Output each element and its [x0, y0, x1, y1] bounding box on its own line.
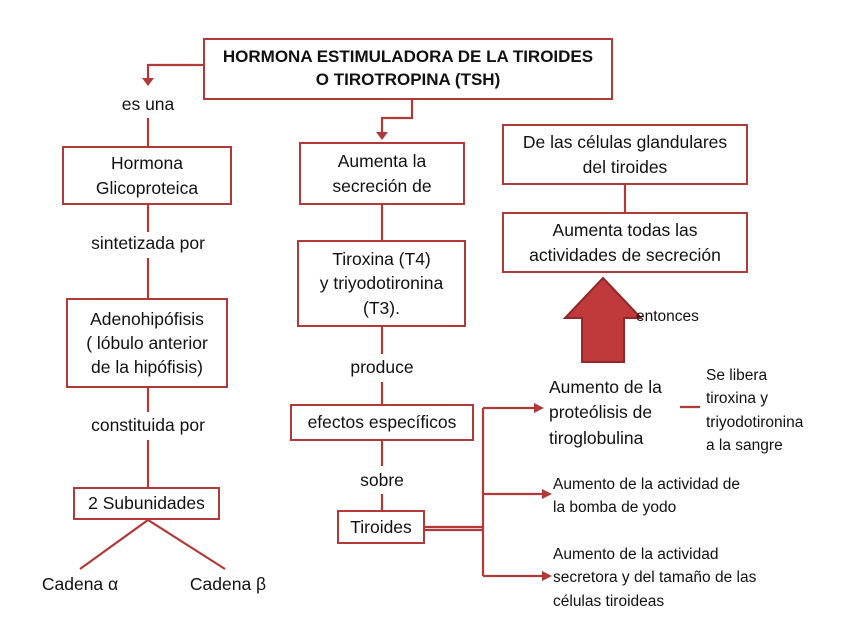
link-es-una: es una: [119, 93, 177, 116]
box-celulas-glandulares: De las células glandulares del tiroides: [502, 124, 748, 185]
link-sobre: sobre: [358, 469, 406, 492]
box-2-subunidades: 2 Subunidades: [73, 487, 220, 520]
box-adenohipofisis: Adenohipófisis ( lóbulo anterior de la h…: [66, 298, 228, 388]
big-up-arrow: [562, 276, 644, 363]
arrowhead-effect3: [542, 571, 552, 581]
box-hormona-glicoproteica: Hormona Glicoproteica: [62, 146, 232, 205]
connector-title-left: [146, 63, 205, 80]
effect-actividad-secretora: Aumento de la actividad secretora y del …: [553, 546, 757, 610]
arrowhead-effect1: [534, 403, 544, 413]
leaf-cadena-alpha: Cadena α: [39, 573, 121, 596]
box-tiroxina-triyodotironina: Tiroxina (T4) y triyodotironina (T3).: [297, 240, 466, 327]
box-efectos-especificos: efectos específicos: [290, 404, 474, 441]
box-tiroides: Tiroides: [337, 510, 425, 544]
box-aumenta-actividades: Aumenta todas las actividades de secreci…: [502, 212, 748, 273]
arrowhead-effect2: [542, 489, 552, 499]
link-sintetizada-por: sintetizada por: [89, 232, 207, 255]
arrowhead-middle-branch: [376, 132, 388, 140]
connector-title-middle: [380, 100, 414, 134]
label-entonces: entonces: [636, 308, 699, 325]
effect-bomba-yodo: Aumento de la actividad de la bomba de y…: [553, 476, 740, 517]
arrowhead-left-branch: [142, 78, 154, 86]
link-produce: produce: [348, 356, 416, 379]
link-constituida-por: constituida por: [89, 414, 207, 437]
effect-proteolisis: Aumento de la proteólisis de tiroglobuli…: [549, 377, 662, 448]
effect-proteolisis-note: Se libera tiroxina y triyodotironina a l…: [706, 367, 804, 454]
leaf-cadena-beta: Cadena β: [187, 573, 269, 596]
title-box: HORMONA ESTIMULADORA DE LA TIROIDES O TI…: [203, 38, 613, 100]
connector-split: [79, 518, 226, 570]
box-aumenta-secrecion: Aumenta la secreción de: [299, 142, 465, 205]
